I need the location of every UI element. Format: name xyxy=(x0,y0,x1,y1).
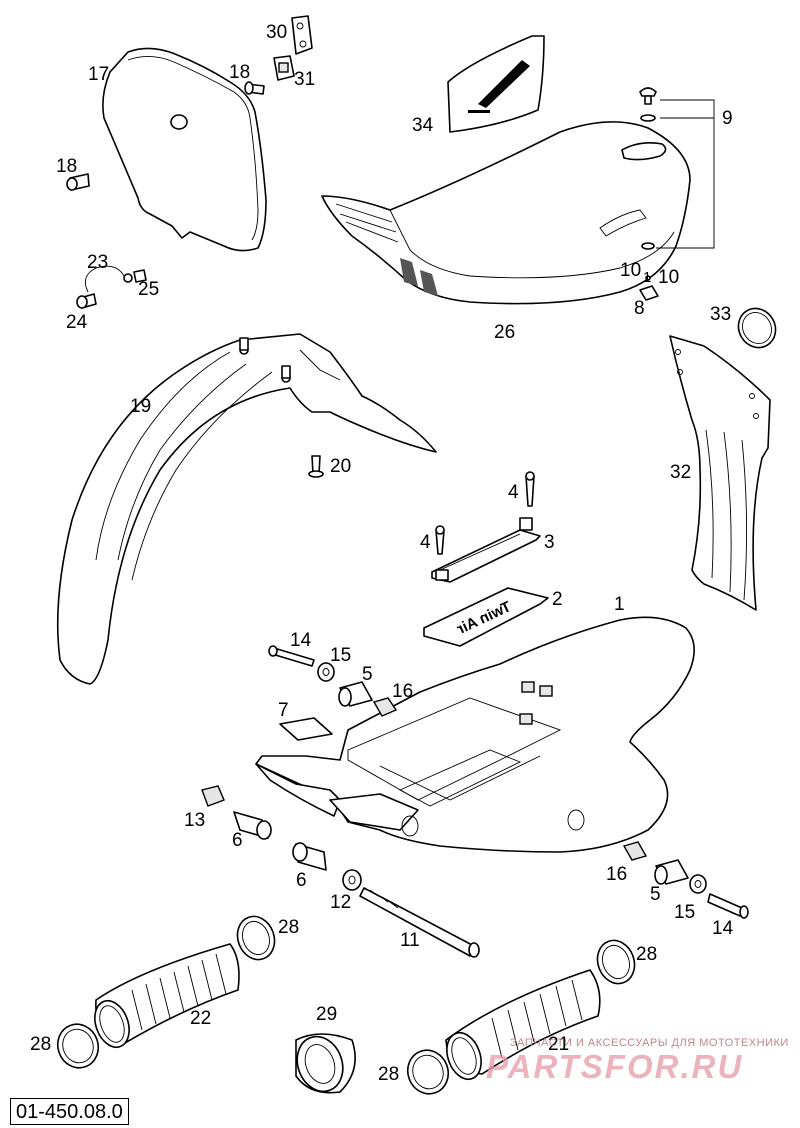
mud-flap xyxy=(669,335,771,611)
label-32: 32 xyxy=(670,462,691,483)
label-28-bottom: 28 xyxy=(378,1064,399,1085)
label-30: 30 xyxy=(266,22,287,43)
bolt-14-right xyxy=(707,893,749,919)
small-fastener-set xyxy=(76,265,147,309)
label-31: 31 xyxy=(294,69,315,90)
label-14-right: 14 xyxy=(712,918,734,939)
label-28-top-right: 28 xyxy=(636,944,657,965)
label-24: 24 xyxy=(66,312,88,333)
air-box xyxy=(255,616,695,853)
label-1: 1 xyxy=(614,594,625,615)
ktm-decal xyxy=(447,35,545,133)
watermark-brand: PARTSFOR.RU xyxy=(486,1048,743,1085)
label-12: 12 xyxy=(330,892,351,913)
label-5-right: 5 xyxy=(650,884,661,905)
hose-clamp-28-bottom xyxy=(406,1049,450,1095)
label-4-top: 4 xyxy=(508,482,519,503)
label-28-left: 28 xyxy=(30,1034,51,1055)
intake-boot-22 xyxy=(94,943,240,1049)
label-2: 2 xyxy=(552,589,563,610)
label-6-left: 6 xyxy=(232,830,243,851)
clamp-33 xyxy=(737,307,777,349)
bushing-5-left xyxy=(338,681,373,707)
bolt-14-left xyxy=(268,645,315,667)
hose-clamp-28-top-left xyxy=(236,915,276,961)
nut-13 xyxy=(201,785,225,807)
label-22: 22 xyxy=(190,1008,211,1029)
label-8: 8 xyxy=(634,298,645,319)
screw-4-left xyxy=(435,525,445,555)
label-9: 9 xyxy=(722,108,733,129)
label-7: 7 xyxy=(278,700,289,721)
hose-clamp-28-top-right xyxy=(596,939,636,985)
label-20: 20 xyxy=(330,456,351,477)
twin-air-sticker xyxy=(423,587,549,647)
label-18-left: 18 xyxy=(56,156,77,177)
label-10-right: 10 xyxy=(658,267,679,288)
screw-4-top xyxy=(525,471,535,507)
nut-16-right xyxy=(622,841,648,861)
front-fender xyxy=(56,333,437,685)
filter-plate xyxy=(431,517,541,583)
label-11: 11 xyxy=(400,930,420,951)
label-34: 34 xyxy=(412,115,434,136)
spacer-6-left xyxy=(233,811,272,840)
label-16-right: 16 xyxy=(606,864,627,885)
label-18-top: 18 xyxy=(229,62,250,83)
plate-screw xyxy=(244,81,265,95)
watermark-tagline: ЗАПЧАСТИ И АКСЕССУАРЫ ДЛЯ МОТОТЕХНИКИ xyxy=(510,1037,789,1049)
label-26: 26 xyxy=(494,322,515,343)
seat xyxy=(321,121,691,305)
label-13: 13 xyxy=(184,810,205,831)
label-33: 33 xyxy=(710,304,731,325)
label-3: 3 xyxy=(544,532,555,553)
plate-screw-left xyxy=(66,173,90,191)
rubber-ring-29 xyxy=(295,1033,356,1094)
nut-16-left xyxy=(372,697,398,717)
seat-screw xyxy=(639,87,715,250)
label-17: 17 xyxy=(88,64,109,85)
label-23: 23 xyxy=(87,252,108,273)
label-16-left: 16 xyxy=(392,681,413,702)
number-plate xyxy=(102,47,267,252)
hose-clamp-28-left xyxy=(56,1023,100,1069)
pad-7 xyxy=(279,717,333,741)
washer-15-right xyxy=(689,874,707,894)
label-25: 25 xyxy=(138,279,159,300)
label-15-left: 15 xyxy=(330,645,351,666)
callout-labels: 30 17 18 31 34 9 18 23 25 24 10 1 10 8 3… xyxy=(30,22,734,1085)
label-14-left: 14 xyxy=(290,630,312,651)
washer-12 xyxy=(342,869,362,891)
bolt-11 xyxy=(359,887,480,958)
fender-screw xyxy=(308,455,324,478)
label-1-small: 1 xyxy=(643,269,651,286)
reference-code: 01-450.08.0 xyxy=(10,1098,129,1125)
seat-clip xyxy=(639,275,659,301)
label-28-top-left: 28 xyxy=(278,917,299,938)
label-4-left: 4 xyxy=(420,532,431,553)
label-29: 29 xyxy=(316,1004,337,1025)
bushing-5-right xyxy=(654,859,689,885)
label-5-left: 5 xyxy=(362,664,373,685)
label-21: 21 xyxy=(548,1034,569,1055)
label-6-mid: 6 xyxy=(296,870,307,891)
plate-bracket xyxy=(273,15,313,81)
label-19: 19 xyxy=(130,396,151,417)
washer-15-left xyxy=(317,662,335,682)
label-15-right: 15 xyxy=(674,902,695,923)
intake-boot-21 xyxy=(445,969,601,1081)
label-10-left: 10 xyxy=(620,260,641,281)
spacer-6-mid xyxy=(292,842,327,871)
